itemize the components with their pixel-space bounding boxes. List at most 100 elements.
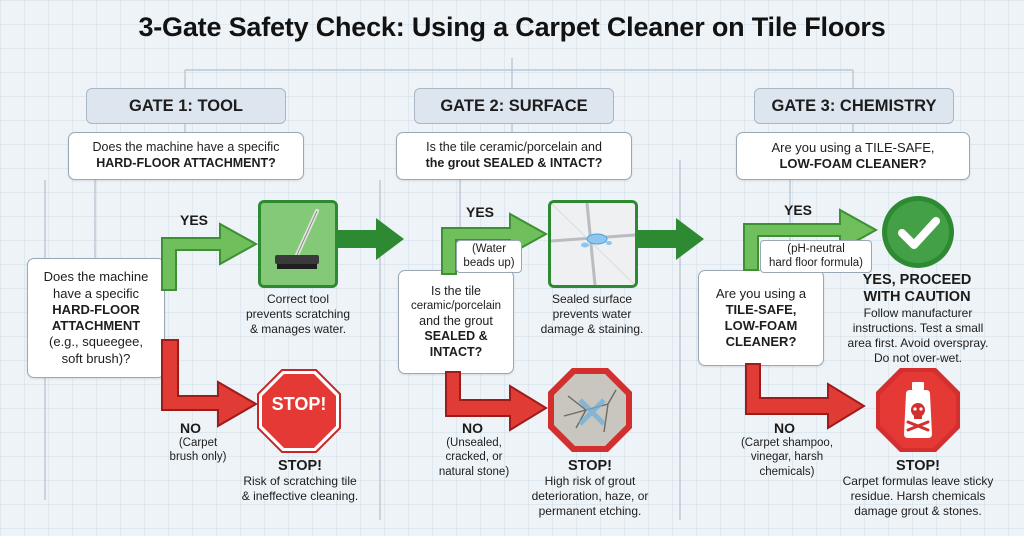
gate-3-proceed-label: YES, PROCEED WITH CAUTION [842, 272, 992, 305]
gate-1-side-q-line-6: soft brush)? [61, 350, 131, 366]
gate-3-side-question: Are you using a TILE-SAFE, LOW-FOAM CLEA… [698, 270, 824, 366]
gate-3-side-q-line-2: TILE-SAFE, [725, 301, 797, 317]
gate-2-yes-label: YES [466, 204, 495, 220]
gate-1-side-q-line-3: HARD-FLOOR [52, 301, 140, 317]
gate-3-stop-desc-line-3: damage grout & stones. [854, 504, 982, 518]
cracked-tile-icon [548, 368, 632, 452]
gate-1-no-note: (Carpet brush only) [158, 436, 238, 465]
gate-3-question: Are you using a TILE-SAFE, LOW-FOAM CLEA… [736, 132, 970, 180]
gate-3-proceed-desc: Follow manufacturer instructions. Test a… [836, 306, 1000, 366]
gate-3-question-line-1: Are you using a TILE-SAFE, [737, 140, 969, 156]
gate-3-proceed-desc-line-3: area first. Avoid overspray. [847, 336, 989, 350]
gate-2-side-q-line-1: Is the tile [430, 283, 482, 298]
gate-1-yes-arrow [161, 222, 259, 291]
gate-3-proceed-desc-line-4: Do not over-wet. [873, 351, 963, 365]
gate-3-yes-note: (pH-neutral hard floor formula) [760, 240, 872, 273]
gate-2-side-q-line-2: ceramic/porcelain [410, 300, 502, 313]
gate-1-question-line-1: Does the machine have a specific [92, 140, 280, 155]
gate-3-no-label: NO [774, 420, 795, 436]
poison-bottle-icon [876, 368, 960, 452]
gate-2-stop-desc: High risk of grout deterioration, haze, … [522, 474, 658, 519]
gate-2-yes-tile [548, 200, 638, 288]
gate-3-stop-desc-line-1: Carpet formulas leave sticky [842, 474, 994, 488]
gate-2-no-note-line-3: natural stone) [438, 465, 510, 478]
gate-3-no-note: (Carpet shampoo, vinegar, harsh chemical… [734, 436, 840, 479]
gate-2-stop-label: STOP! [567, 458, 613, 474]
gate-2-to-3-arrow [638, 218, 704, 260]
gate-1-stop-desc-line-2: & ineffective cleaning. [241, 489, 359, 503]
gate-3-question-line-2: LOW-FOAM CLEANER? [779, 156, 927, 171]
gate-1-side-q-line-4: ATTACHMENT [51, 318, 141, 333]
gate-2-yes-note-line-1: (Water [471, 243, 507, 255]
gate-2-question: Is the tile ceramic/porcelain and the gr… [396, 132, 632, 180]
gate-1-header: GATE 1: TOOL [86, 88, 286, 124]
gate-1-no-note-line-1: (Carpet [178, 437, 218, 449]
gate-2-side-q-line-3: and the grout [419, 313, 493, 328]
gate-1-no-note-line-2: brush only) [169, 451, 227, 464]
stop-sign-text: STOP! [271, 394, 327, 414]
gate-3-header: GATE 3: CHEMISTRY [754, 88, 954, 124]
sealed-tile-icon [551, 203, 635, 285]
gate-3-yes-note-line-1: (pH-neutral [787, 243, 845, 255]
gate-2-header: GATE 2: SURFACE [414, 88, 614, 124]
gate-1-yes-desc-line-3: & manages water. [249, 322, 347, 336]
stop-sign-icon [257, 369, 341, 453]
gate-3-side-q-line-4: CLEANER? [725, 334, 797, 350]
gate-1-stop-label: STOP! [277, 458, 323, 474]
gate-2-no-note-line-2: cracked, or [445, 451, 503, 464]
gate-3-proceed-desc-line-1: Follow manufacturer [863, 306, 973, 320]
gate-1-to-2-arrow [338, 218, 404, 260]
gate-1-yes-desc: Correct tool prevents scratching & manag… [240, 292, 356, 337]
gate-2-stop-desc-line-2: deterioration, haze, or [531, 489, 649, 503]
gate-2-yes-desc-line-3: damage & staining. [540, 322, 644, 336]
gate-1-side-q-line-5: (e.g., squeegee, [49, 334, 143, 350]
gate-2-side-q-line-5: INTACT? [429, 344, 483, 359]
gate-3-no-note-line-3: chemicals) [759, 465, 815, 478]
gate-2-no-label: NO [462, 420, 483, 436]
gate-3-side-q-line-1: Are you using a [715, 285, 807, 301]
gate-1-stop-desc-line-1: Risk of scratching tile [243, 474, 357, 488]
gate-2-yes-note-line-2: beads up) [463, 257, 515, 270]
gate-2-yes-desc-line-2: prevents water [552, 307, 632, 321]
gate-2-side-question: Is the tile ceramic/porcelain and the gr… [398, 270, 514, 374]
squeegee-icon [261, 203, 335, 285]
gate-1-question: Does the machine have a specific HARD-FL… [68, 132, 304, 180]
gate-3-proceed-line-2: WITH CAUTION [863, 288, 971, 305]
page-title: 3-Gate Safety Check: Using a Carpet Clea… [138, 12, 886, 42]
gate-3-no-note-line-2: vinegar, harsh [750, 451, 824, 464]
gate-2-yes-desc: Sealed surface prevents water damage & s… [530, 292, 654, 337]
gate-3-yes-note-line-2: hard floor formula) [769, 257, 863, 270]
gate-1-yes-desc-line-1: Correct tool [266, 292, 330, 306]
gate-2-no-note: (Unsealed, cracked, or natural stone) [432, 436, 516, 479]
gate-1-yes-tile [258, 200, 338, 288]
gate-2-question-line-1: Is the tile ceramic/porcelain and [426, 140, 602, 155]
gate-1-stop-desc: Risk of scratching tile & ineffective cl… [228, 474, 372, 504]
gate-1-yes-label: YES [180, 212, 209, 228]
gate-1-question-line-2: HARD-FLOOR ATTACHMENT? [96, 156, 276, 170]
gate-3-question-line-1-text: Are you using a TILE-SAFE, [771, 139, 935, 155]
gate-2-question-line-2: the grout SEALED & INTACT? [425, 156, 603, 170]
gate-3-yes-label: YES [784, 202, 813, 218]
gate-2-side-q-line-4: SEALED & [424, 329, 488, 344]
gate-3-proceed-desc-line-2: instructions. Test a small [852, 321, 984, 335]
gate-1-no-label: NO [180, 420, 201, 436]
gate-3-stop-desc: Carpet formulas leave sticky residue. Ha… [832, 474, 1004, 519]
checkmark-icon [882, 196, 954, 268]
gate-3-no-arrow [745, 363, 866, 430]
gate-1-side-q-line-2: have a specific [53, 285, 139, 301]
gate-1-no-arrow [161, 339, 258, 428]
gate-3-proceed-line-1: YES, PROCEED [862, 272, 972, 288]
gate-1-side-q-line-1: Does the machine [43, 269, 149, 285]
gate-1-side-question: Does the machine have a specific HARD-FL… [27, 258, 165, 378]
gate-2-yes-note: (Water beads up) [456, 240, 522, 273]
gate-1-yes-desc-line-2: prevents scratching [245, 307, 351, 321]
gate-3-stop-desc-line-2: residue. Harsh chemicals [850, 489, 986, 503]
gate-2-stop-desc-line-1: High risk of grout [544, 474, 636, 488]
gate-2-stop-desc-line-3: permanent etching. [538, 504, 642, 518]
gate-3-no-note-line-1: (Carpet shampoo, [740, 437, 834, 449]
gate-2-no-note-line-1: (Unsealed, [446, 437, 502, 449]
gate-2-no-arrow [445, 371, 548, 432]
gate-2-yes-desc-line-1: Sealed surface [551, 292, 633, 306]
gate-3-stop-label: STOP! [895, 458, 941, 474]
gate-3-side-q-line-3: LOW-FOAM [724, 318, 798, 333]
